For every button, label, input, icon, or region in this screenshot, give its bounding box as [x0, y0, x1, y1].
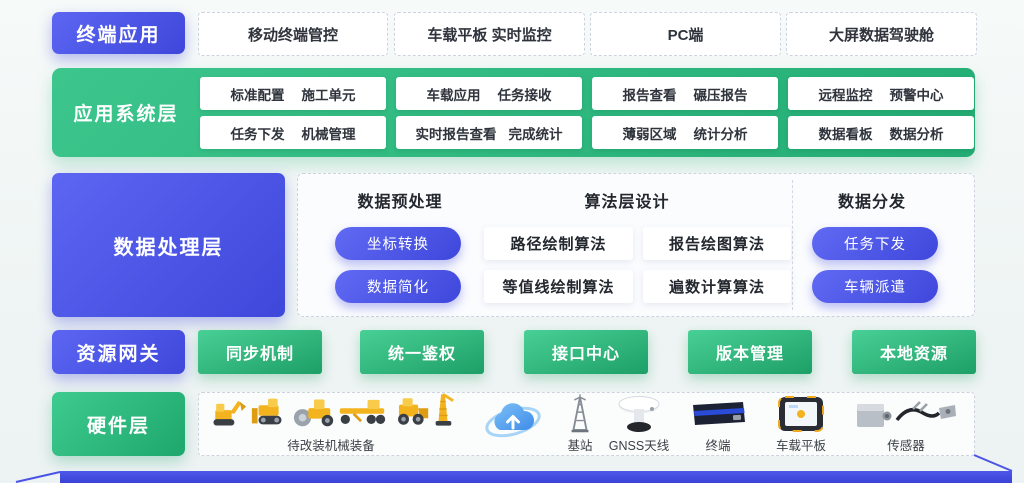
bulldozer-icon — [249, 393, 291, 434]
layer-label-data-processing: 数据处理层 — [52, 173, 285, 317]
pill-task-dispatch: 任务下发 — [812, 227, 938, 260]
gnss-antenna-icon — [616, 394, 662, 434]
app-card-text: 任务下发 — [230, 126, 285, 142]
app-card: 实时报告查看 完成统计 — [396, 116, 582, 149]
pill-coordinate-transform: 坐标转换 — [335, 227, 461, 260]
algo-card-report-draw: 报告绘图算法 — [643, 227, 791, 260]
app-card-text: 机械管理 — [301, 126, 356, 142]
section-title-preprocess: 数据预处理 — [357, 194, 443, 211]
grader-icon — [337, 393, 387, 434]
device-caption: 车载平板 — [775, 439, 826, 453]
app-card: 数据看板 数据分析 — [788, 116, 974, 149]
app-card-text: 完成统计 — [508, 126, 563, 142]
terminal-item-vehicle-tablet-monitor: 车载平板 实时监控 — [394, 12, 585, 56]
gateway-api-center: 接口中心 — [524, 330, 648, 374]
base-station-icon — [565, 394, 595, 434]
device-caption: 终端 — [705, 439, 731, 453]
device-base-station: 基站 — [558, 394, 602, 454]
app-card-text: 实时报告查看 — [415, 126, 497, 142]
app-card: 报告查看 碾压报告 — [592, 77, 778, 110]
excavator-icon — [208, 393, 248, 434]
app-card-text: 远程监控 — [818, 87, 873, 103]
layer-label-resource-gateway: 资源网关 — [52, 330, 185, 374]
pill-data-simplify: 数据简化 — [335, 270, 461, 303]
app-card: 标准配置 施工单元 — [200, 77, 386, 110]
layer-label-application-system: 应用系统层 — [73, 104, 179, 125]
wheel-loader-icon — [388, 393, 430, 434]
layer-label-terminal-app: 终端应用 — [52, 12, 185, 54]
app-card-text: 任务接收 — [497, 87, 552, 103]
algo-card-pass-count: 遍数计算算法 — [643, 270, 791, 303]
pill-vehicle-dispatch: 车辆派遣 — [812, 270, 938, 303]
terminal-item-pc: PC端 — [590, 12, 781, 56]
app-card-text: 数据分析 — [889, 126, 944, 142]
device-caption: 传感器 — [887, 439, 925, 453]
app-card: 车载应用 任务接收 — [396, 77, 582, 110]
device-terminal: 终端 — [688, 394, 748, 454]
algo-card-contour-draw: 等值线绘制算法 — [484, 270, 633, 303]
processing-divider — [792, 180, 793, 310]
machines-icons — [208, 393, 455, 434]
gateway-unified-auth: 统一鉴权 — [360, 330, 484, 374]
app-card: 远程监控 预警中心 — [788, 77, 974, 110]
device-caption: 基站 — [567, 439, 593, 453]
app-card: 薄弱区域 统计分析 — [592, 116, 778, 149]
algo-card-path-draw: 路径绘制算法 — [484, 227, 633, 260]
layer-label-hardware: 硬件层 — [52, 392, 185, 456]
road-roller-icon — [292, 393, 336, 434]
section-title-algorithm: 算法层设计 — [584, 194, 670, 211]
device-sensor: 传感器 — [848, 394, 964, 454]
terminal-item-mobile-control: 移动终端管控 — [198, 12, 388, 56]
section-title-distribution: 数据分发 — [837, 194, 907, 211]
vehicle-tablet-icon — [776, 394, 826, 434]
gateway-sync-mechanism: 同步机制 — [198, 330, 322, 374]
device-gnss-antenna: GNSS天线 — [606, 394, 672, 454]
app-card-text: 报告查看 — [622, 87, 677, 103]
cloud-upload-icon — [483, 396, 543, 449]
app-card-text: 数据看板 — [818, 126, 873, 142]
app-card-text: 标准配置 — [230, 87, 285, 103]
app-card-text: 统计分析 — [693, 126, 748, 142]
device-caption: GNSS天线 — [608, 439, 670, 453]
machines-group: 待改装机械装备 — [204, 393, 458, 454]
app-card-text: 车载应用 — [426, 87, 481, 103]
sensor-icon — [853, 394, 959, 434]
terminal-item-big-screen: 大屏数据驾驶舱 — [786, 12, 977, 56]
device-vehicle-tablet: 车载平板 — [774, 394, 828, 454]
app-card-text: 施工单元 — [301, 87, 356, 103]
app-card: 任务下发 机械管理 — [200, 116, 386, 149]
app-card-text: 薄弱区域 — [622, 126, 677, 142]
terminal-box-icon — [689, 394, 747, 434]
gateway-local-resource: 本地资源 — [852, 330, 976, 374]
crane-icon — [431, 389, 455, 434]
gateway-version-manage: 版本管理 — [688, 330, 812, 374]
platform-base-bar — [15, 454, 1013, 483]
machines-caption: 待改装机械装备 — [287, 439, 375, 453]
app-card-text: 预警中心 — [889, 87, 944, 103]
app-card-text: 碾压报告 — [693, 87, 748, 103]
